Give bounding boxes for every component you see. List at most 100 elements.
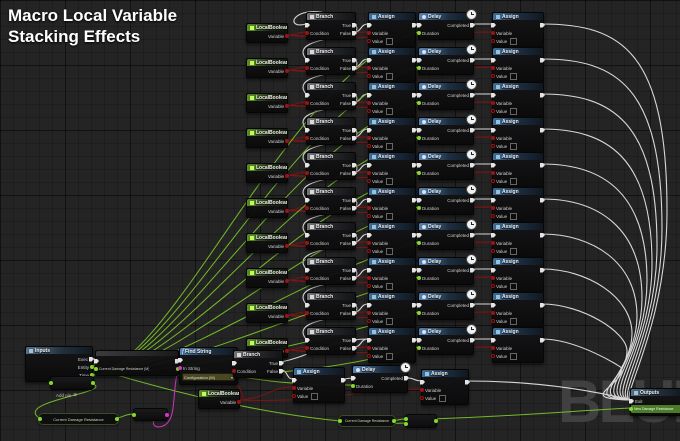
value-pin[interactable]	[367, 144, 371, 148]
assign-node[interactable]: Assign Variable Value	[367, 82, 417, 118]
exec-in-pin[interactable]	[491, 57, 496, 63]
assign-node[interactable]: Assign Variable Value	[367, 152, 417, 188]
true-pin[interactable]	[352, 232, 357, 238]
false-pin[interactable]	[352, 345, 357, 351]
true-pin[interactable]	[352, 22, 357, 28]
exec-in-pin[interactable]	[178, 357, 183, 363]
variable-pin[interactable]	[491, 311, 495, 315]
value-checkbox[interactable]	[510, 352, 518, 360]
value-checkbox[interactable]	[510, 177, 518, 185]
assign-node[interactable]: Assign Variable Value	[491, 187, 545, 223]
value-pin[interactable]	[491, 144, 495, 148]
delay-node[interactable]: Delay Completed Duration	[417, 184, 477, 215]
value-checkbox[interactable]	[386, 282, 394, 290]
exec-in-pin[interactable]	[417, 302, 422, 308]
exec-in-pin[interactable]	[367, 267, 372, 273]
variable-pin[interactable]	[237, 400, 241, 404]
configuration-dropdown[interactable]: Configuration (M)▾	[182, 373, 235, 381]
variable-pin[interactable]	[367, 346, 371, 350]
value-pin[interactable]	[491, 179, 495, 183]
true-pin[interactable]	[352, 302, 357, 308]
variable-pin[interactable]	[367, 311, 371, 315]
exec-out-pin[interactable]	[540, 267, 545, 273]
condition-pin[interactable]	[305, 101, 309, 105]
variable-pin[interactable]	[367, 241, 371, 245]
exec-in-pin[interactable]	[305, 267, 310, 273]
value-pin[interactable]	[491, 319, 495, 323]
value-checkbox[interactable]	[510, 317, 518, 325]
duration-pin[interactable]	[417, 276, 421, 280]
delay-node[interactable]: Delay Completed Duration	[417, 149, 477, 180]
value-checkbox[interactable]	[386, 37, 394, 45]
completed-pin[interactable]	[470, 302, 475, 308]
exec-out-pin[interactable]	[540, 127, 545, 133]
exec-out-pin[interactable]	[412, 162, 417, 168]
exec-in-pin[interactable]	[367, 232, 372, 238]
current-damage-resistance-pill[interactable]: Current Damage Resistance	[38, 413, 119, 425]
exec-in-pin[interactable]	[491, 22, 496, 28]
false-pin[interactable]	[352, 170, 357, 176]
value-checkbox[interactable]	[386, 352, 394, 360]
completed-pin[interactable]	[470, 57, 475, 63]
exec-in-pin[interactable]	[305, 337, 310, 343]
variable-pin[interactable]	[491, 276, 495, 280]
exec-out-pin[interactable]	[412, 267, 417, 273]
duration-pin[interactable]	[417, 31, 421, 35]
value-in-pin[interactable]	[94, 367, 98, 371]
delay-node[interactable]: Delay Completed Duration	[417, 9, 477, 40]
duration-pin[interactable]	[417, 311, 421, 315]
completed-pin[interactable]	[470, 337, 475, 343]
completed-pin[interactable]	[470, 232, 475, 238]
exec-out-pin[interactable]	[540, 57, 545, 63]
exec-out-pin[interactable]	[412, 22, 417, 28]
completed-pin[interactable]	[470, 267, 475, 273]
value-pin[interactable]	[491, 354, 495, 358]
value-pin[interactable]	[367, 249, 371, 253]
pill-out-pin[interactable]	[115, 417, 119, 421]
true-pin[interactable]	[352, 92, 357, 98]
condition-pin[interactable]	[305, 171, 309, 175]
false-pin[interactable]	[352, 30, 357, 36]
exec-out-pin[interactable]	[540, 162, 545, 168]
variable-pin[interactable]	[491, 31, 495, 35]
delay-node[interactable]: Delay Completed Duration	[417, 324, 477, 355]
value-pin[interactable]	[367, 179, 371, 183]
variable-pin[interactable]	[285, 104, 289, 108]
assign-node[interactable]: Assign Variable Value	[491, 82, 545, 118]
value-checkbox[interactable]	[510, 37, 518, 45]
exec-out-pin[interactable]	[465, 379, 470, 385]
condition-pin[interactable]	[305, 276, 309, 280]
variable-pin[interactable]	[491, 346, 495, 350]
exec-out-pin[interactable]	[412, 197, 417, 203]
duration-pin[interactable]	[417, 206, 421, 210]
exec-in-pin[interactable]	[367, 22, 372, 28]
multiply-node[interactable]	[404, 414, 438, 428]
variable-pin[interactable]	[491, 101, 495, 105]
condition-pin[interactable]	[305, 136, 309, 140]
add-pin-button[interactable]: Add pin⊕	[56, 392, 78, 398]
completed-pin[interactable]	[470, 162, 475, 168]
value-pin[interactable]	[367, 74, 371, 78]
variable-pin[interactable]	[285, 69, 289, 73]
exec-in-pin[interactable]	[417, 267, 422, 273]
assign-node[interactable]: Assign Variable Value	[367, 12, 417, 48]
variable-pin[interactable]	[285, 34, 289, 38]
false-pin[interactable]	[352, 100, 357, 106]
outputs-node[interactable]: Outputs Exit New Damage Resistance	[629, 388, 680, 416]
exec-out-pin[interactable]	[89, 356, 94, 362]
false-pin[interactable]	[352, 310, 357, 316]
variable-pin[interactable]	[285, 349, 289, 353]
value-pin[interactable]	[367, 354, 371, 358]
assign-node[interactable]: Assign Variable Value	[491, 152, 545, 188]
condition-pin[interactable]	[305, 311, 309, 315]
